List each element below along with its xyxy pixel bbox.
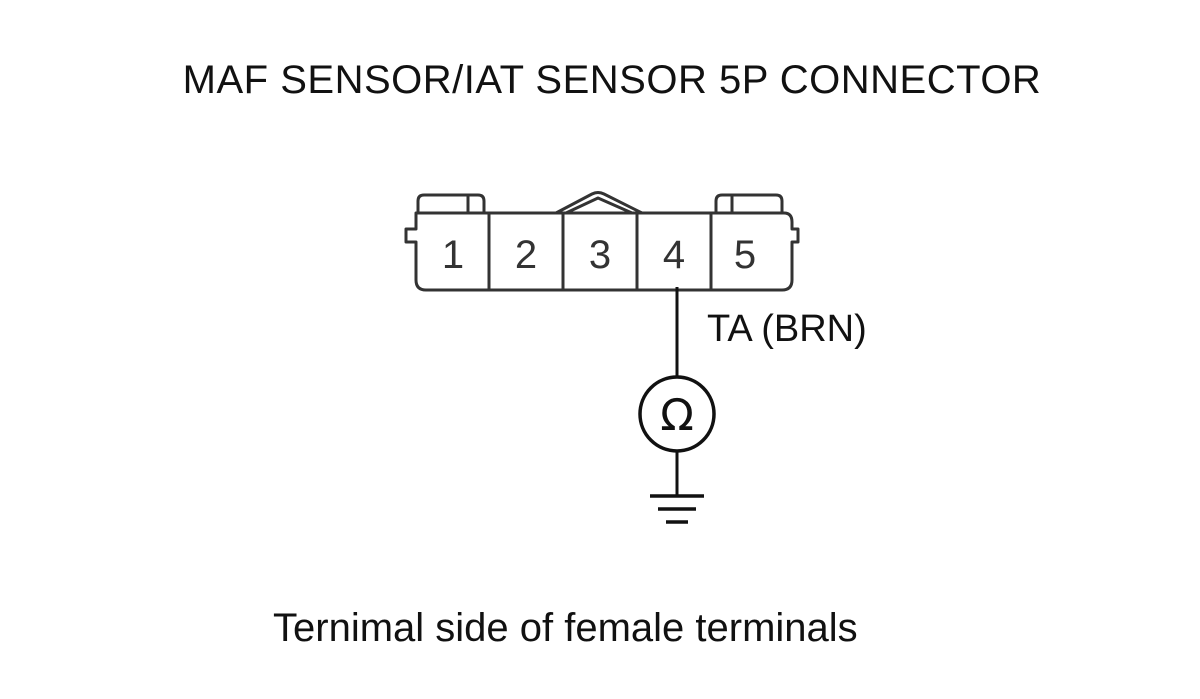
connector-pin-5: 5 (734, 233, 756, 277)
ohm-symbol: Ω (660, 390, 694, 441)
ohmmeter-icon: Ω (638, 375, 716, 453)
connector-pin-1: 1 (442, 233, 464, 277)
connector-pin-2: 2 (515, 233, 537, 277)
wire-label: TA (BRN) (707, 308, 867, 350)
connector-housing (404, 191, 800, 292)
diagram-title: MAF SENSOR/IAT SENSOR 5P CONNECTOR (182, 58, 1042, 102)
ground-icon (650, 494, 704, 524)
diagram-caption: Ternimal side of female terminals (273, 606, 858, 650)
connector-pin-4: 4 (663, 233, 685, 277)
connector-pin-3: 3 (589, 233, 611, 277)
